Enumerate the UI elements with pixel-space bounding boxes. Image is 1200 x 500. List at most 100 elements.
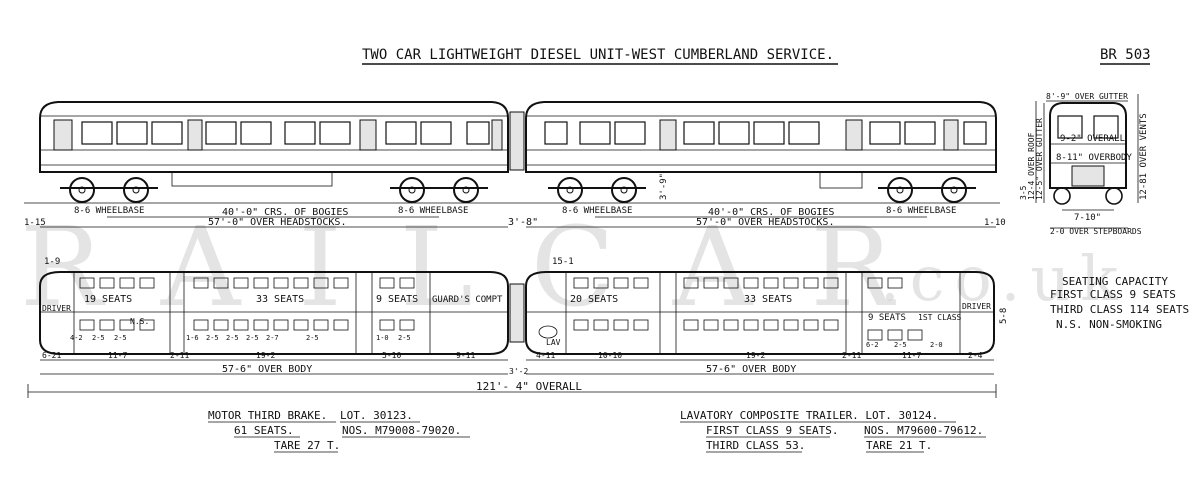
dim-mid-height: 3'-9" <box>659 173 669 200</box>
seat-dim: 2-5 <box>246 334 259 342</box>
side-elevation-motor <box>39 101 509 203</box>
dim-end-left: 1-15 <box>24 218 46 228</box>
trailer-driver-label: DRIVER <box>962 302 991 311</box>
trailer-nos: NOS. M79600-79612. <box>864 424 983 437</box>
trailer-info: LAVATORY COMPOSITE TRAILER. LOT. 30124. … <box>680 409 986 453</box>
dim-wheelbase-trailer-right: 8-6 WHEELBASE <box>886 206 956 216</box>
seating-third: THIRD CLASS 114 SEATS <box>1050 303 1189 316</box>
trailer-bogie-left <box>548 177 646 203</box>
side-dimensions: 8-6 WHEELBASE 8-6 WHEELBASE 8-6 WHEELBAS… <box>24 173 1006 228</box>
dim-gap: 3'-8" <box>508 217 538 228</box>
motor-plan-dims: 6-21 11-7 2-11 19-2 5-10 9-11 <box>42 351 475 360</box>
drawing-ref: BR 503 <box>1100 47 1151 63</box>
watermark-railcar: RAILCAR <box>20 203 951 331</box>
trailer-tare: TARE 21 T. <box>866 439 932 452</box>
plan-dim: 11-7 <box>902 351 921 360</box>
dim-bogie-centres-trailer: 40'-0" CRS. OF BOGIES <box>708 207 834 218</box>
motor-guards-compt: GUARD'S COMPT <box>432 295 503 305</box>
dim-wheelbase-motor-right: 8-6 WHEELBASE <box>398 206 468 216</box>
trailer-seats-c: 9 SEATS <box>868 313 906 323</box>
motor-driver-label: DRIVER <box>42 304 71 313</box>
seat-dim: 2-5 <box>306 334 319 342</box>
trailer-over-body: 57-6" OVER BODY <box>706 364 796 375</box>
seat-dim: 1-0 <box>376 334 389 342</box>
dim-wheelbase-motor-left: 8-6 WHEELBASE <box>74 206 144 216</box>
dim-over-body: 8-11" OVERBODY <box>1056 153 1132 163</box>
seating-first: FIRST CLASS 9 SEATS <box>1050 288 1176 301</box>
dim-over-stepboards: 2-0 OVER STEPBOARDS <box>1050 227 1142 236</box>
seat-dim: 4-2 <box>70 334 83 342</box>
motor-lot: LOT. 30123. <box>340 409 413 422</box>
dim-end-right: 1-10 <box>984 218 1006 228</box>
trailer-side-doors <box>659 119 959 151</box>
seating-capacity: SEATING CAPACITY FIRST CLASS 9 SEATS THI… <box>1050 275 1189 331</box>
overall-length: 121'- 4" OVERALL <box>476 380 582 393</box>
motor-seats-b: 33 SEATS <box>256 294 304 305</box>
motor-seats-a: 19 SEATS <box>84 294 132 305</box>
plan-dim: 6-21 <box>42 351 61 360</box>
seat-dim: 2-5 <box>92 334 105 342</box>
dim-over-vents: 12-81 OVER VENTS <box>1139 113 1149 200</box>
page-title: TWO CAR LIGHTWEIGHT DIESEL UNIT-WEST CUM… <box>362 47 834 63</box>
plan-dim: 19-2 <box>746 351 765 360</box>
trailer-side-windows <box>544 121 987 145</box>
trailer-seats-b: 33 SEATS <box>744 294 792 305</box>
motor-seat-dims: 4-2 2-5 2-5 1-6 2-5 2-5 2-5 2-7 2-5 1-0 … <box>70 334 411 342</box>
plan-gangway <box>509 283 525 343</box>
seat-dim: 2-5 <box>894 341 907 349</box>
seat-dim: 2-5 <box>114 334 127 342</box>
seat-dim: 2-5 <box>398 334 411 342</box>
trailer-lav-label: LAV <box>546 338 561 347</box>
plan-dim: 10-10 <box>598 351 622 360</box>
lavatory-basin <box>538 325 558 339</box>
seat-dim: 2-5 <box>226 334 239 342</box>
plan-dim: 19-2 <box>256 351 275 360</box>
trailer-seat-dims: 6-2 2-5 2-0 <box>866 341 943 349</box>
seating-ns: N.S. NON-SMOKING <box>1056 318 1162 331</box>
dim-track: 7-10" <box>1074 213 1101 223</box>
trailer-seats-a: 20 SEATS <box>570 294 618 305</box>
trailer-bogie-right <box>878 177 976 203</box>
motor-side-doors <box>53 119 503 151</box>
motor-plan-seats <box>79 277 415 331</box>
seat-dim: 1-6 <box>186 334 199 342</box>
motor-over-body: 57-6" OVER BODY <box>222 364 312 375</box>
plan-dim: 2-11 <box>170 351 189 360</box>
motor-info: MOTOR THIRD BRAKE. LOT. 30123. 61 SEATS.… <box>208 409 470 453</box>
dim-wheelbase-trailer-left: 8-6 WHEELBASE <box>562 206 632 216</box>
plan-motor: 1-9 DRIVER 19 SEATS 33 SEATS 9 SEATS GUA… <box>39 257 509 375</box>
plan-dim: 2-4 <box>968 351 983 360</box>
dim-trailer-right: 5-8 <box>999 308 1009 324</box>
dim-over-gutter-height: 12-5" OVER GUTTER <box>1035 118 1044 200</box>
trailer-plan-seats <box>573 277 923 341</box>
seat-dim: 2-0 <box>930 341 943 349</box>
motor-seats: 61 SEATS. <box>234 424 294 437</box>
plan-dim: 5-10 <box>382 351 401 360</box>
motor-nos: NOS. M79008-79020. <box>342 424 461 437</box>
watermark-couk: .co.uk <box>880 242 1128 315</box>
dim-base-height: 3-5 <box>1019 185 1028 200</box>
end-elevation: 8'-9" OVER GUTTER 9-2" OVERALL 8-11" OVE… <box>1019 92 1149 236</box>
dim-trailer-end: 15-1 <box>552 257 574 267</box>
seat-dim: 2-7 <box>266 334 279 342</box>
motor-title: MOTOR THIRD BRAKE. <box>208 409 327 422</box>
dim-overall-width: 9-2" OVERALL <box>1060 134 1125 144</box>
seat-dim: 2-5 <box>206 334 219 342</box>
trailer-first-class: 1ST CLASS <box>918 313 962 322</box>
motor-ns-label: N.S. <box>130 317 149 326</box>
plan-dim: 4-11 <box>536 351 555 360</box>
dim-over-roof: 12-4 OVER ROOF <box>1027 132 1036 200</box>
trailer-third: THIRD CLASS 53. <box>706 439 805 452</box>
dim-motor-end: 1-9 <box>44 257 60 267</box>
dim-headstocks-trailer: 57'-0" OVER HEADSTOCKS. <box>696 217 834 228</box>
seating-heading: SEATING CAPACITY <box>1062 275 1168 288</box>
motor-bogie-left <box>60 177 158 203</box>
dim-over-gutter: 8'-9" OVER GUTTER <box>1046 92 1128 101</box>
motor-side-windows <box>81 121 490 145</box>
plan-trailer: LAV 15-1 20 SEATS 33 SEATS 9 SEATS 1ST C… <box>525 257 1009 375</box>
seat-dim: 6-2 <box>866 341 879 349</box>
trailer-first: FIRST CLASS 9 SEATS. <box>706 424 838 437</box>
motor-tare: TARE 27 T. <box>274 439 340 452</box>
